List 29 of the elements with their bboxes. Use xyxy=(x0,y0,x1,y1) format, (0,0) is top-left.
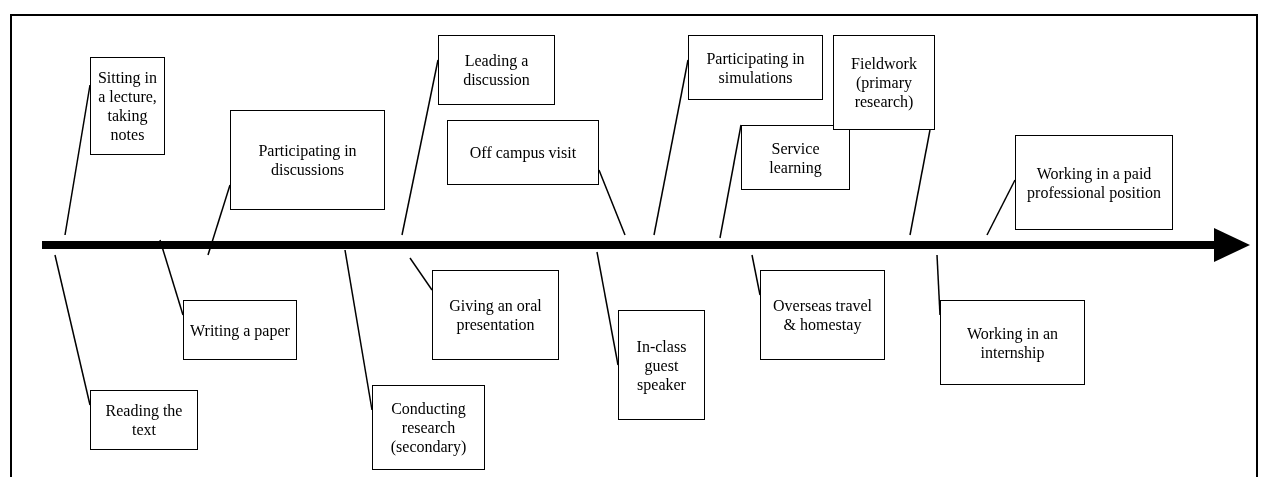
leader-line xyxy=(54,254,91,406)
leader-line xyxy=(596,251,619,366)
leader-line xyxy=(653,59,689,236)
leader-line xyxy=(409,257,433,291)
activity-box: Off campus visit xyxy=(447,120,599,185)
leader-line xyxy=(598,169,626,236)
activity-box: Conducting research (secondary) xyxy=(372,385,485,470)
leader-line xyxy=(909,129,931,236)
activity-box: Working in an internship xyxy=(940,300,1085,385)
activity-box: Service learning xyxy=(741,125,850,190)
leader-line xyxy=(207,184,231,256)
activity-box: Participating in discussions xyxy=(230,110,385,210)
leader-line xyxy=(159,239,184,316)
leader-line xyxy=(751,254,761,296)
leader-line xyxy=(64,84,91,236)
activity-box: Working in a paid professional position xyxy=(1015,135,1173,230)
activity-box: Reading the text xyxy=(90,390,198,450)
activity-box: Fieldwork (primary research) xyxy=(833,35,935,130)
activity-box: In-class guest speaker xyxy=(618,310,705,420)
leader-line xyxy=(719,124,742,239)
activity-box: Giving an oral presentation xyxy=(432,270,559,360)
leader-line xyxy=(344,249,373,411)
activity-box: Participating in simulations xyxy=(688,35,823,100)
activity-box: Overseas travel & homestay xyxy=(760,270,885,360)
leader-line xyxy=(986,179,1016,236)
leader-line xyxy=(401,59,439,236)
activity-box: Leading a discussion xyxy=(438,35,555,105)
activity-box: Sitting in a lecture, taking notes xyxy=(90,57,165,155)
activity-box: Writing a paper xyxy=(183,300,297,360)
